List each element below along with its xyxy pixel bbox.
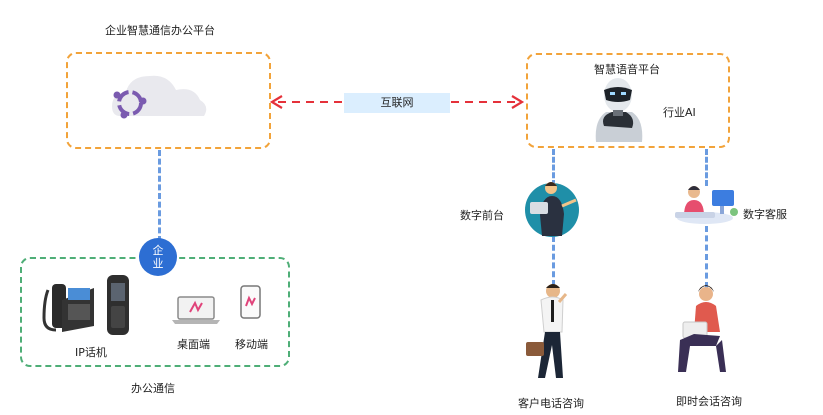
reception-connector-bottom (552, 236, 555, 286)
service-connector-top (705, 149, 708, 186)
desktop-client-label: 桌面端 (177, 338, 210, 351)
mobile-client-label: 移动端 (235, 338, 268, 351)
reception-connector-top (552, 149, 555, 186)
ip-cordless-phone-icon (107, 275, 129, 335)
enterprise-platform-title: 企业智慧通信办公平台 (105, 24, 215, 37)
im-consult-figure-icon (678, 285, 726, 372)
office-comm-label: 办公通信 (131, 382, 175, 395)
ip-phone-label: IP话机 (75, 346, 107, 359)
digital-reception-icon (525, 182, 579, 237)
enterprise-badge: 企业 (139, 238, 177, 276)
ip-desk-phone-icon (42, 284, 94, 332)
enterprise-platform-box (66, 52, 271, 149)
im-consult-label: 即时会话咨询 (676, 395, 742, 408)
digital-reception-label: 数字前台 (460, 209, 504, 222)
voice-platform-box (526, 53, 730, 148)
internet-arrow (269, 95, 525, 109)
industry-ai-label: 行业AI (663, 106, 696, 119)
digital-service-label: 数字客服 (743, 208, 787, 221)
laptop-icon (172, 296, 220, 324)
ai-robot-icon (595, 78, 643, 142)
phone-consult-label: 客户电话咨询 (518, 397, 584, 410)
service-connector-bottom (705, 226, 708, 288)
cloud-logo-icon (112, 75, 207, 119)
enterprise-connector-line (158, 150, 161, 242)
voice-platform-title: 智慧语音平台 (594, 63, 660, 76)
mobile-phone-icon (240, 285, 261, 319)
digital-service-icon (675, 186, 738, 224)
phone-caller-figure-icon (526, 284, 568, 378)
internet-label: 互联网 (344, 93, 450, 113)
